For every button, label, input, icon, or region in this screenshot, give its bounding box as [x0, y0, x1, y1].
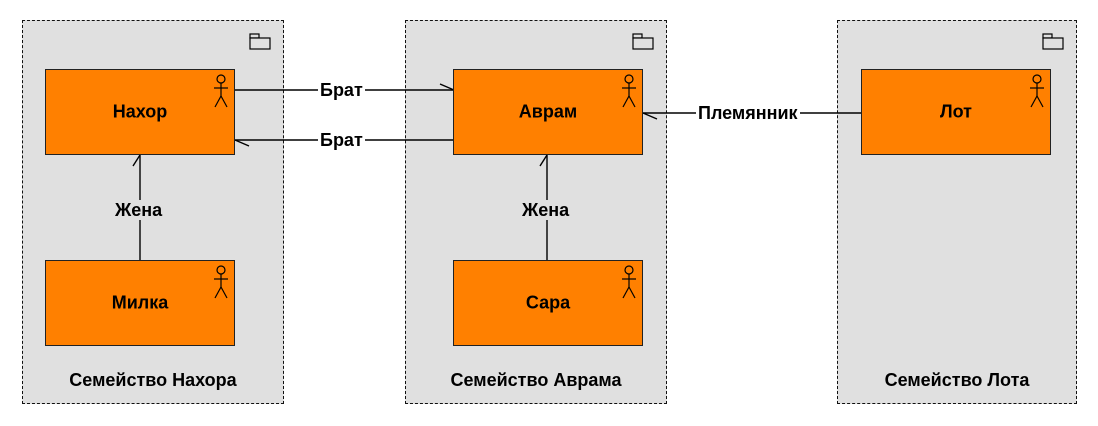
relation-label-brat-top: Брат	[318, 80, 365, 100]
relation-label-zhena-nahor: Жена	[113, 200, 165, 220]
actor-name: Нахор	[112, 101, 168, 122]
package-label: Семейство Аврама	[450, 370, 622, 390]
actor-icon	[622, 265, 636, 299]
relation-label-zhena-avram: Жена	[520, 200, 572, 220]
brat-bottom-arrowhead	[234, 139, 250, 147]
actor-icon	[214, 265, 228, 299]
package-label: Семейство Нахора	[69, 370, 237, 390]
package-label: Семейство Лота	[884, 370, 1030, 390]
actor-nahor[interactable]: Нахор	[45, 69, 235, 155]
plemyannik-arrowhead	[642, 112, 658, 120]
actor-milka[interactable]: Милка	[45, 260, 235, 346]
zhena-nahor-arrowhead	[132, 154, 141, 167]
relation-label-brat-bottom: Брат	[318, 130, 365, 150]
brat-top-arrowhead	[439, 83, 455, 91]
actor-name: Милка	[111, 292, 169, 313]
actor-name: Сара	[525, 292, 571, 313]
package-icon	[1042, 33, 1064, 50]
actor-icon	[622, 74, 636, 108]
relation-label-plemyannik: Племянник	[696, 103, 800, 123]
package-icon	[249, 33, 271, 50]
actor-icon	[1030, 74, 1044, 108]
actor-name: Лот	[940, 101, 972, 122]
actor-lot[interactable]: Лот	[861, 69, 1051, 155]
zhena-avram-arrowhead	[539, 154, 548, 167]
actor-icon	[214, 74, 228, 108]
actor-avram[interactable]: Аврам	[453, 69, 643, 155]
actor-name: Аврам	[518, 101, 578, 122]
package-icon	[632, 33, 654, 50]
actor-sara[interactable]: Сара	[453, 260, 643, 346]
